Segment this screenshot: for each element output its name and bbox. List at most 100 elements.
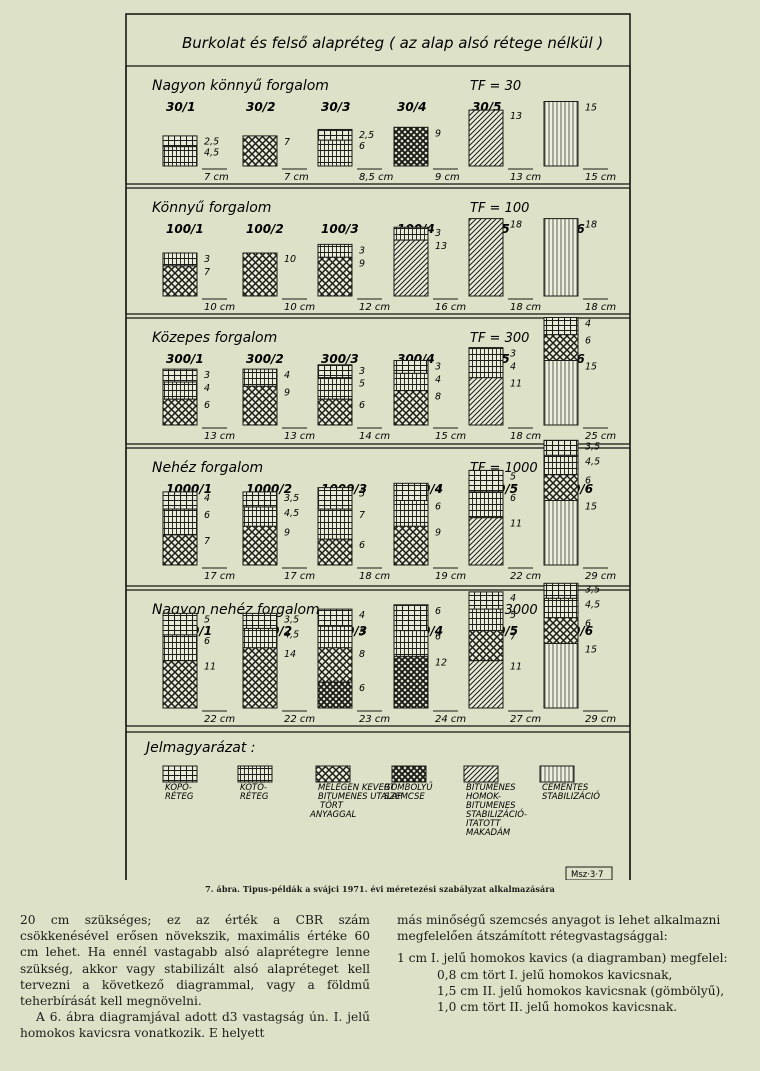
layer-thickness: 6 <box>204 510 210 521</box>
total-thickness: 25 cm <box>585 431 616 442</box>
layer-thickness: 9 <box>435 527 441 538</box>
section-frame <box>125 187 631 315</box>
layer-kopo <box>393 482 429 501</box>
layer-koto <box>162 634 198 662</box>
section-frame <box>125 589 631 727</box>
layer-melegen <box>393 525 429 566</box>
layer-thickness: 15 <box>585 645 597 656</box>
badge-box <box>565 866 613 880</box>
layer-thickness: 3 <box>204 370 210 381</box>
layer-thickness: 4 <box>585 319 591 330</box>
section-frame <box>125 317 631 445</box>
layer-melegen <box>317 256 353 297</box>
layer-koto <box>317 508 353 540</box>
total-thickness: 13 cm <box>204 431 235 442</box>
total-thickness: 27 cm <box>510 714 541 725</box>
layer-cementes <box>543 643 579 709</box>
total-thickness: 18 cm <box>510 302 541 313</box>
layer-thickness: 6 <box>585 476 591 487</box>
layer-thickness: 6 <box>585 336 591 347</box>
diagram-header: Burkolat és felső alapréteg ( az alap al… <box>182 34 603 52</box>
layer-thickness: 3,5 <box>585 441 600 452</box>
legend-swatch-hideg <box>391 765 427 783</box>
legend-label: RÉTEG <box>240 790 269 802</box>
equivalence-line-3: 1,5 cm II. jelű homokos kavicsnak (gömbö… <box>437 983 725 998</box>
layer-thickness: 6 <box>204 400 210 411</box>
section-title: Könnyű forgalom <box>152 200 271 216</box>
total-thickness: 7 cm <box>204 172 229 183</box>
section-title: Nagyon könnyű forgalom <box>152 78 329 94</box>
example-id: 300/3 <box>321 352 359 366</box>
layer-hideg <box>393 655 429 709</box>
layer-koto <box>317 243 353 258</box>
layer-koto <box>162 252 198 267</box>
layer-thickness: 6 <box>204 636 210 647</box>
paragraph-1: 20 cm szükséges; ez az érték a CBR szám … <box>20 913 370 1009</box>
layer-thickness: 14 <box>284 649 296 660</box>
layer-melegen <box>242 135 278 167</box>
layer-koto <box>393 500 429 527</box>
layer-bitumenes <box>468 109 504 167</box>
legend-label: SZEMCSE <box>384 792 425 802</box>
layer-thickness: 5 <box>204 614 210 625</box>
layer-kopo <box>543 439 579 456</box>
layer-hideg <box>393 126 429 167</box>
layer-koto <box>393 372 429 392</box>
layer-thickness: 6 <box>510 493 516 504</box>
layer-kopo <box>162 612 198 636</box>
layer-koto <box>393 226 429 241</box>
layer-kopo <box>242 612 278 629</box>
legend-label: KÖTŐ- <box>240 782 267 793</box>
example-id: 300/1 <box>166 352 204 366</box>
example-column: 3 4 6 13 cm <box>162 368 235 442</box>
legend-label: MAKADÁM <box>466 826 511 838</box>
total-thickness: 10 cm <box>204 302 235 313</box>
layer-thickness: 4,5 <box>284 629 299 640</box>
layer-thickness: 4 <box>359 610 365 621</box>
legend-frame <box>125 731 631 880</box>
layer-thickness: 9 <box>284 527 290 538</box>
layer-thickness: 8 <box>359 649 365 660</box>
legend-label: KOPÓ- <box>165 781 192 793</box>
total-thickness: 29 cm <box>585 714 616 725</box>
legend-label: CEMENTES <box>542 783 589 793</box>
layer-koto <box>468 347 504 362</box>
layer-thickness: 4 <box>435 484 441 495</box>
layer-cementes <box>543 360 579 426</box>
layer-koto <box>242 368 278 387</box>
layer-thickness: 6 <box>359 540 365 551</box>
layer-thickness: 11 <box>204 662 216 673</box>
total-thickness: 16 cm <box>435 302 466 313</box>
layer-melegen <box>393 390 429 426</box>
layer-thickness: 13 <box>510 111 522 122</box>
legend-label: STABILIZÁCIÓ- <box>466 808 527 820</box>
layer-thickness: 4,5 <box>585 599 600 610</box>
layer-kopo <box>162 135 198 148</box>
total-thickness: 12 cm <box>359 302 390 313</box>
layer-thickness: 4,5 <box>284 508 299 519</box>
total-thickness: 29 cm <box>585 571 616 582</box>
legend-label: BITUMENES UTALAP <box>318 792 403 802</box>
layer-thickness: 6 <box>359 141 365 152</box>
layer-koto <box>468 491 504 519</box>
layer-kopo <box>468 469 504 493</box>
layer-thickness: 2,5 <box>204 136 219 147</box>
layer-thickness: 9 <box>435 128 441 139</box>
example-id: 30/1 <box>166 100 195 114</box>
layer-thickness: 6 <box>435 606 441 617</box>
layer-koto <box>317 139 353 167</box>
section-frame <box>125 65 631 185</box>
example-id: 30/3 <box>321 100 350 114</box>
layer-thickness: 9 <box>359 258 365 269</box>
total-thickness: 13 cm <box>510 172 541 183</box>
legend-label: MELEGEN KEVERT <box>318 783 396 793</box>
layer-thickness: 4 <box>204 383 210 394</box>
